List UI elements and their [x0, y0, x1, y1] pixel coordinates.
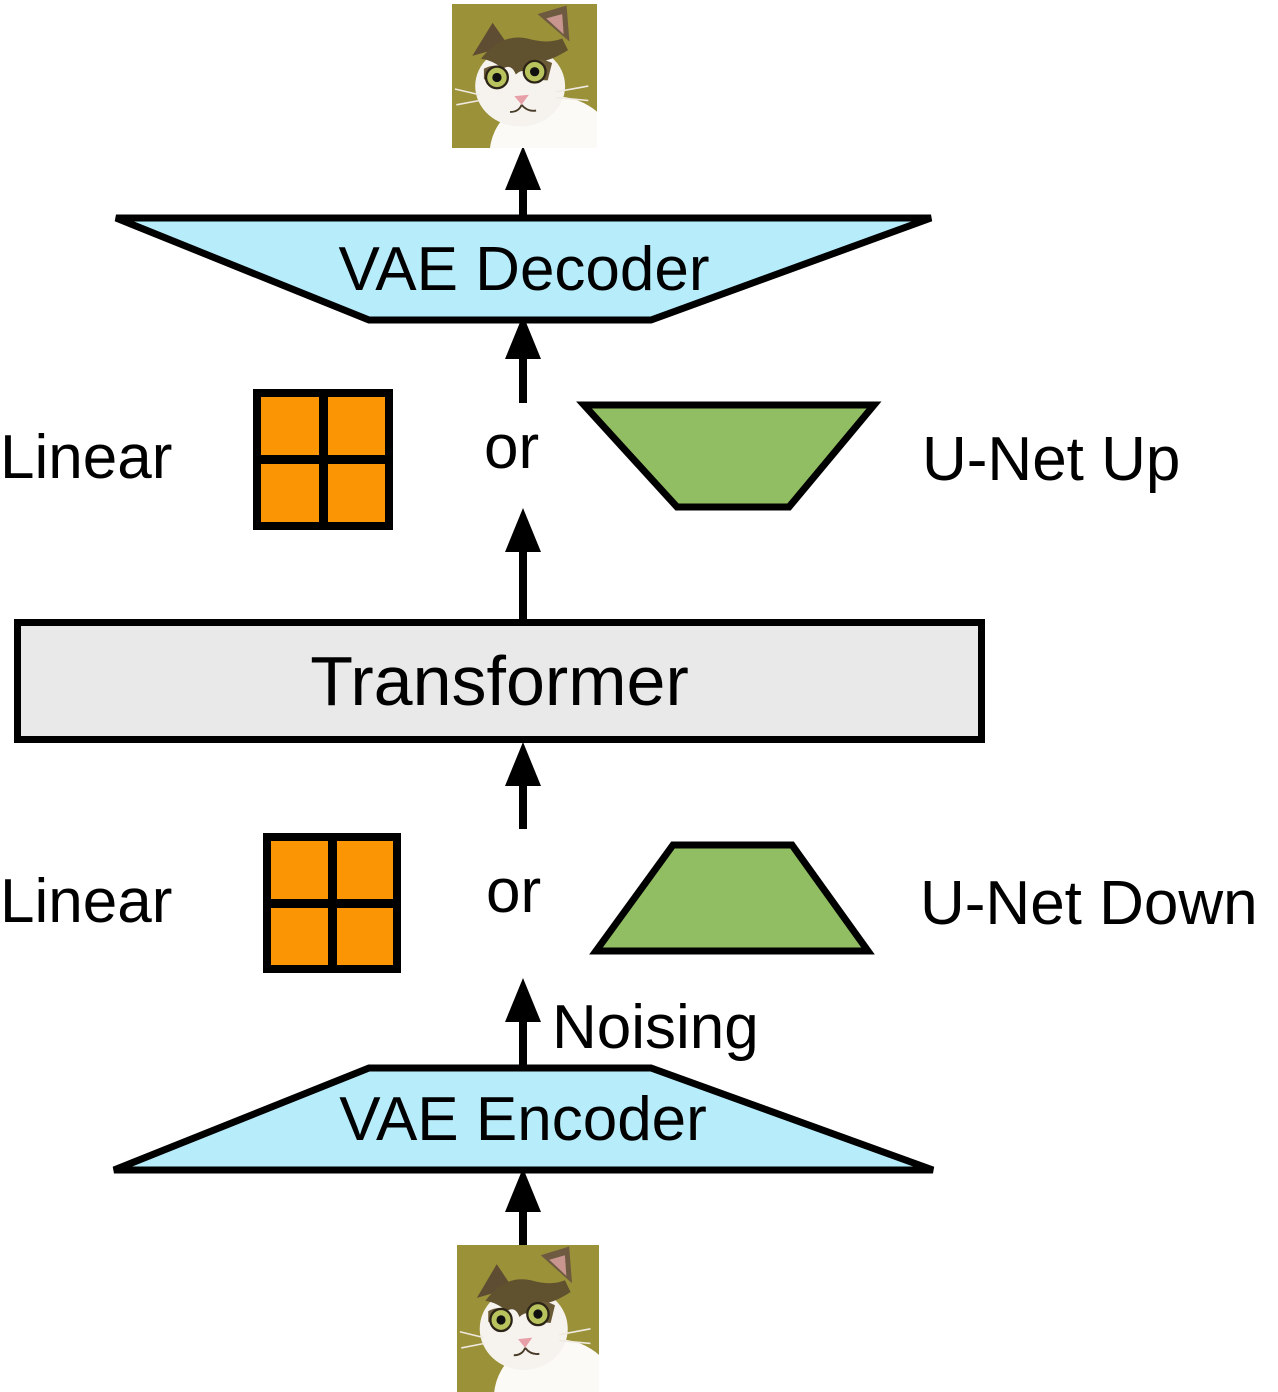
vae-decoder-shape [114, 214, 933, 324]
linear-down-label: Linear [0, 867, 173, 936]
linear-patchify-up [253, 389, 393, 530]
input-cat-image [457, 1245, 599, 1392]
unet-up-node [576, 399, 882, 513]
patch-cell [336, 907, 393, 965]
vae-encoder-label: VAE Encoder [339, 1084, 707, 1154]
unet-up-label: U-Net Up [922, 425, 1181, 494]
patch-cell [261, 397, 319, 455]
vae-decoder-label: VAE Decoder [338, 234, 710, 304]
arrow-downsample-to-transformer [505, 742, 541, 829]
linear-patchify-down [263, 833, 401, 973]
or-up-label: or [484, 413, 540, 482]
arrow-noising [505, 978, 541, 1074]
cat-photo-icon [452, 4, 597, 148]
or-down-label: or [486, 857, 542, 926]
arrow-latent-to-decoder [505, 315, 541, 403]
output-cat-image [452, 4, 597, 148]
vae-encoder-shape [112, 1064, 935, 1174]
vae-encoder-node: VAE Encoder [108, 1062, 938, 1176]
arrow-decoder-to-output [505, 146, 541, 220]
unet-up-shape [576, 401, 882, 511]
unet-down-node [583, 839, 881, 957]
arrow-transformer-to-upsample [505, 508, 541, 623]
patch-cell [336, 841, 393, 899]
noising-label: Noising [552, 993, 759, 1062]
arrow-input-to-encoder [505, 1168, 541, 1248]
transformer-label: Transformer [310, 642, 689, 720]
transformer-node: Transformer [14, 619, 985, 743]
unet-down-shape [589, 841, 875, 955]
patch-cell [271, 907, 328, 965]
cat-photo-icon [457, 1245, 599, 1392]
linear-up-label: Linear [0, 423, 173, 492]
unet-down-label: U-Net Down [920, 869, 1258, 938]
vae-decoder-node: VAE Decoder [110, 212, 938, 326]
patch-cell [327, 397, 385, 455]
patch-cell [261, 464, 319, 522]
patch-cell [271, 841, 328, 899]
patch-cell [327, 464, 385, 522]
